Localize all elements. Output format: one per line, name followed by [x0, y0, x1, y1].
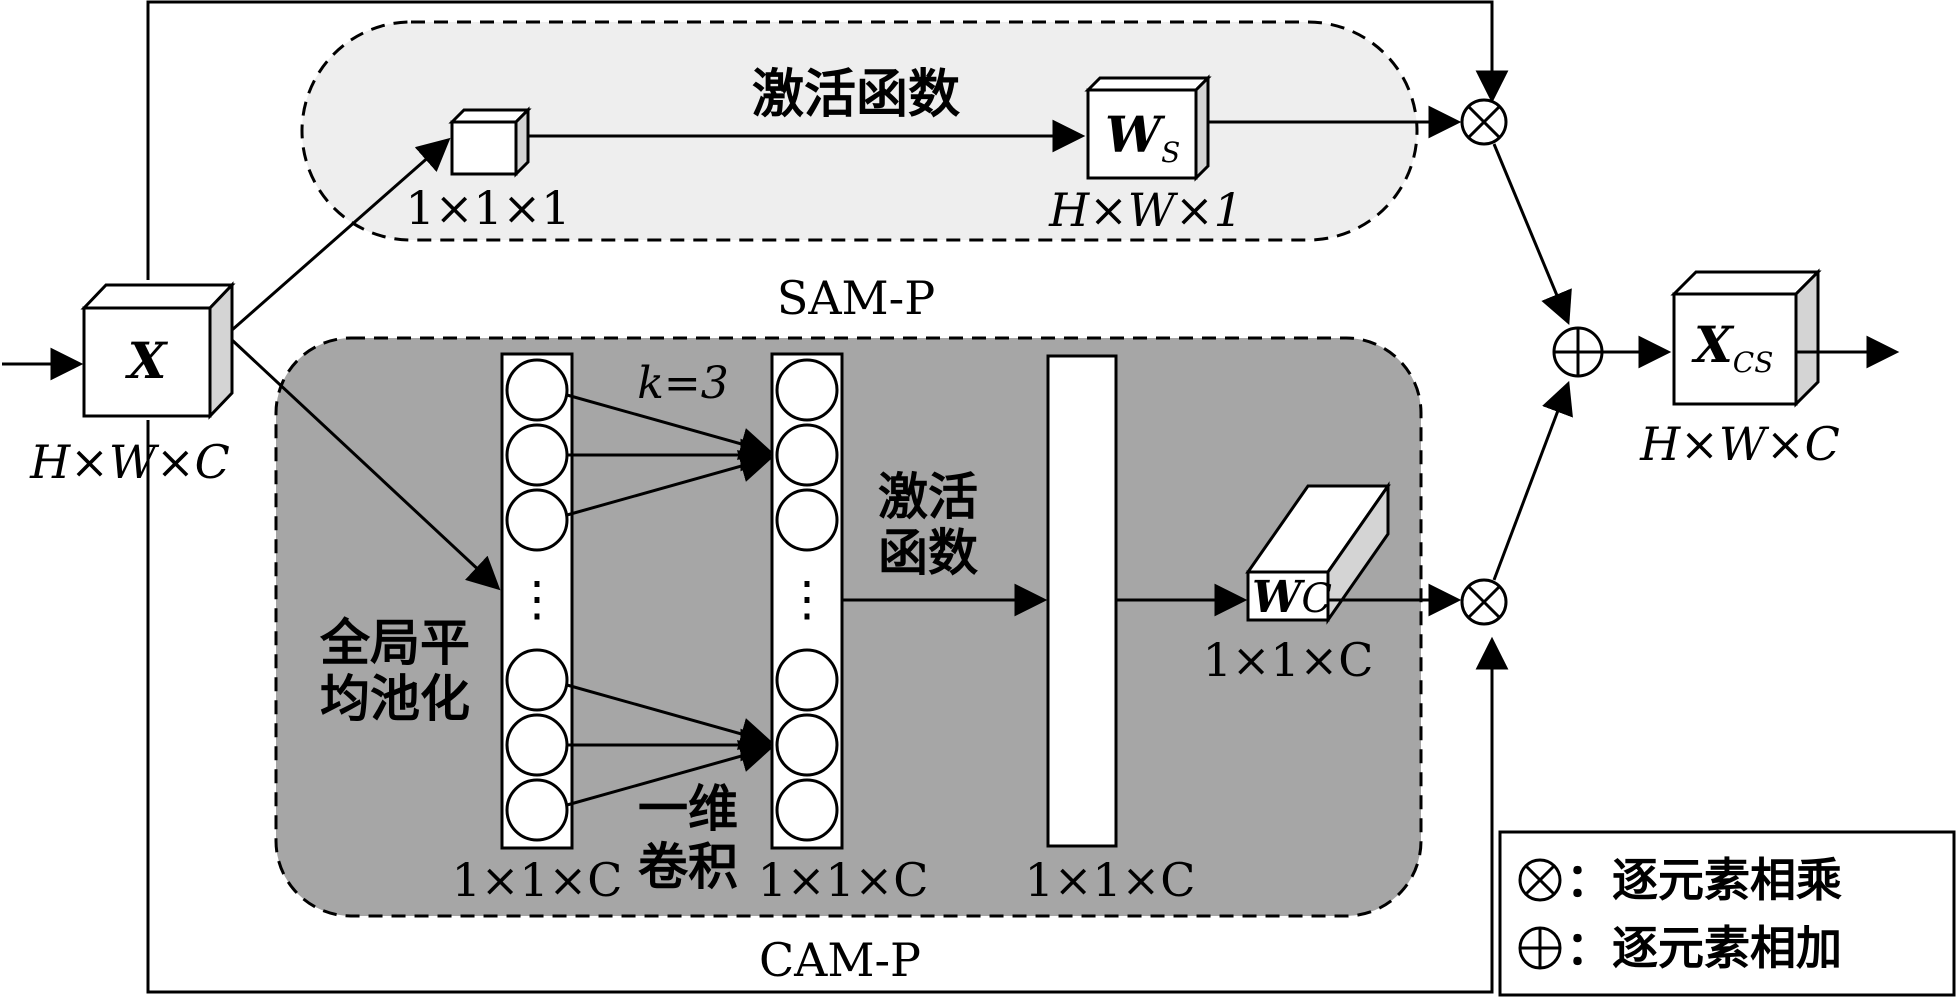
wc-subscript: C — [1301, 576, 1332, 622]
ws-subscript: S — [1161, 136, 1180, 169]
input-symbol: X — [125, 331, 169, 390]
sam-small-cube-dims: 1×1×1 — [406, 181, 571, 235]
arrow-x-to-cam — [230, 338, 501, 591]
svg-text:WS: WS — [1105, 105, 1180, 169]
conv-label-line2: 卷积 — [638, 838, 738, 896]
cam-activation-line1: 激活 — [878, 468, 978, 526]
conv-label-line1: 一维 — [638, 780, 738, 838]
input-dims: H×W×C — [29, 435, 230, 489]
cam-label: CAM-P — [759, 933, 921, 987]
sam-activation-label: 激活函数 — [752, 65, 960, 125]
wc-symbol: W — [1252, 572, 1306, 623]
legend-multiply-text: ：逐元素相乘 — [1566, 853, 1842, 907]
multiply-op-top — [1460, 98, 1508, 146]
multiply-bottom-to-add-arrow — [1492, 380, 1573, 581]
gap-column-dots: ⋮ — [513, 571, 561, 627]
ws-symbol: W — [1105, 105, 1166, 164]
kernel-size-text: k=3 — [637, 358, 729, 409]
wc-box: WC — [1245, 481, 1391, 625]
kernel-size-label: k=3 — [637, 358, 729, 409]
multiply-top-to-add-arrow — [1492, 143, 1572, 326]
legend-add-text: ：逐元素相加 — [1566, 921, 1842, 975]
conv-arrow-top-3 — [566, 450, 774, 517]
conv-column-dims: 1×1×C — [758, 853, 929, 907]
output-cube: XCS — [1670, 268, 1822, 408]
gap-label-line2: 均池化 — [320, 670, 470, 728]
svg-text:XCS: XCS — [1691, 315, 1773, 379]
conv-column: ⋮ — [770, 352, 844, 850]
sam-small-cube — [448, 106, 532, 178]
conv-arrow-bottom-1 — [566, 683, 774, 750]
legend: ：逐元素相乘 ：逐元素相加 — [1498, 830, 1956, 997]
activation-column-dims: 1×1×C — [1025, 853, 1196, 907]
conv-arrow-bottom-3 — [566, 740, 774, 807]
sam-label: SAM-P — [777, 271, 935, 325]
multiply-op-bottom — [1460, 578, 1508, 626]
ws-dims: H×W×1 — [1048, 183, 1243, 237]
cam-activation-line2: 函数 — [878, 524, 978, 582]
activation-column — [1046, 354, 1118, 848]
conv-arrow-top-1 — [566, 393, 774, 460]
conv-column-dots: ⋮ — [783, 571, 831, 627]
legend-multiply-icon — [1518, 858, 1562, 902]
gap-column-dims-text: 1×1×C — [452, 853, 623, 907]
gap-column: ⋮ — [500, 352, 574, 850]
gap-label-line1: 全局平 — [319, 614, 470, 672]
output-subscript: CS — [1733, 346, 1774, 379]
input-cube: X — [80, 281, 236, 420]
skip-connection-frame — [146, 0, 1509, 280]
skip-connection-frame-lower — [146, 420, 1509, 994]
output-symbol: X — [1691, 315, 1735, 374]
wc-dims: 1×1×C — [1203, 633, 1374, 687]
conv-column-dims-text: 1×1×C — [758, 853, 929, 907]
arrow-x-to-sam — [231, 137, 451, 332]
gap-column-dims: 1×1×C — [452, 853, 623, 907]
ws-cube: WS — [1084, 74, 1212, 182]
svg-text:WC: WC — [1252, 572, 1332, 623]
output-dims: H×W×C — [1639, 417, 1840, 471]
legend-add-icon — [1518, 926, 1562, 970]
add-op — [1552, 326, 1604, 378]
